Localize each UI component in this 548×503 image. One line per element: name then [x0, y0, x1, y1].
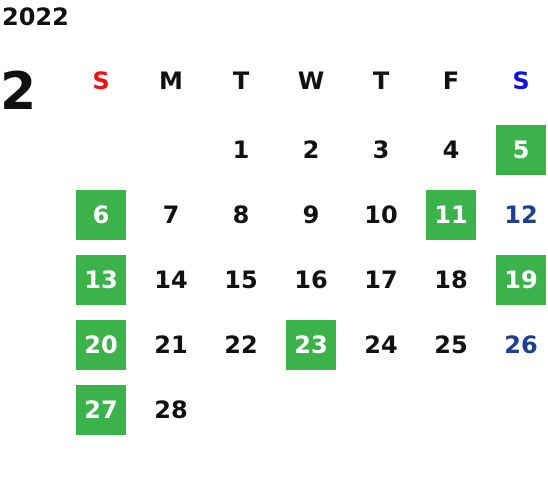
day-cell-9[interactable]: 9	[302, 201, 320, 229]
day-cell-8[interactable]: 8	[232, 201, 250, 229]
day-cell-7[interactable]: 7	[162, 201, 180, 229]
day-cell-4[interactable]: 4	[442, 136, 460, 164]
day-cell-15[interactable]: 15	[224, 266, 258, 294]
month-number: 2	[0, 62, 37, 122]
day-cell-27[interactable]: 27	[76, 385, 126, 435]
day-cell-22[interactable]: 22	[224, 331, 258, 359]
day-cell-20[interactable]: 20	[76, 320, 126, 370]
day-cell-28[interactable]: 28	[154, 396, 188, 424]
day-cell-23[interactable]: 23	[286, 320, 336, 370]
day-cell-3[interactable]: 3	[372, 136, 390, 164]
day-cell-1[interactable]: 1	[232, 136, 250, 164]
weekday-header-thursday: T	[372, 67, 390, 95]
day-cell-21[interactable]: 21	[154, 331, 188, 359]
weekday-header-wednesday: W	[297, 67, 325, 95]
day-cell-16[interactable]: 16	[294, 266, 328, 294]
day-cell-18[interactable]: 18	[434, 266, 468, 294]
weekday-header-friday: F	[442, 67, 460, 95]
day-cell-17[interactable]: 17	[364, 266, 398, 294]
day-cell-13[interactable]: 13	[76, 255, 126, 305]
day-cell-6[interactable]: 6	[76, 190, 126, 240]
day-cell-10[interactable]: 10	[364, 201, 398, 229]
weekday-header-saturday: S	[512, 67, 530, 95]
day-cell-11[interactable]: 11	[426, 190, 476, 240]
day-cell-25[interactable]: 25	[434, 331, 468, 359]
day-cell-14[interactable]: 14	[154, 266, 188, 294]
day-cell-12[interactable]: 12	[504, 201, 538, 229]
day-cell-19[interactable]: 19	[496, 255, 546, 305]
year-label: 2022	[2, 3, 69, 31]
day-cell-2[interactable]: 2	[302, 136, 320, 164]
weekday-header-monday: M	[159, 67, 183, 95]
day-cell-5[interactable]: 5	[496, 125, 546, 175]
weekday-header-tuesday: T	[232, 67, 250, 95]
day-cell-24[interactable]: 24	[364, 331, 398, 359]
weekday-header-sunday: S	[92, 67, 110, 95]
day-cell-26[interactable]: 26	[504, 331, 538, 359]
